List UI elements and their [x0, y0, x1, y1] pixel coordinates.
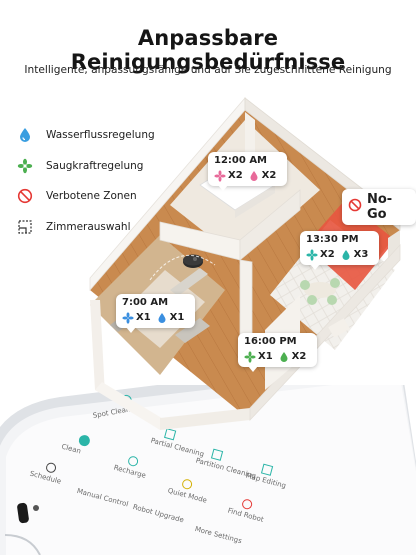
water-drop-icon — [340, 249, 352, 261]
feature-label: Verbotene Zonen — [46, 190, 137, 203]
page-title: Anpassbare Reinigungsbedürfnisse — [70, 26, 346, 74]
nogo-label: No-Go — [342, 189, 416, 225]
floorplan-illustration — [89, 96, 401, 430]
water-level: X1 — [169, 312, 185, 323]
fan-icon — [244, 350, 256, 363]
water-level: X3 — [353, 249, 369, 260]
schedule-time: 7:00 AM — [122, 297, 169, 308]
find-robot-icon — [241, 498, 254, 511]
schedule-time: 16:00 PM — [244, 336, 297, 347]
feature-forbidden-zones: Verbotene Zonen — [16, 181, 176, 212]
schedule-icon — [44, 461, 58, 474]
water-level: X2 — [291, 351, 307, 362]
suction-level: X1 — [136, 312, 151, 323]
suction-level: X1 — [258, 351, 273, 362]
feature-suction: Saugkraftregelung — [16, 151, 176, 182]
schedule-bubble-bedroom: 12:00 AM X2 X2 — [208, 152, 288, 191]
fan-icon — [306, 248, 318, 261]
schedule-time: 12:00 AM — [214, 155, 268, 166]
quiet-icon — [181, 478, 194, 491]
phone-illustration — [0, 385, 416, 555]
fan-icon — [16, 157, 34, 175]
feature-label: Saugkraftregelung — [46, 159, 144, 172]
recharge-icon — [127, 455, 140, 468]
schedule-bubble-kitchen: 13:30 PM X2 X3 — [300, 231, 380, 270]
page-subtitle: Intelligente, anpassungsfähige und auf S… — [24, 64, 392, 76]
no-entry-icon — [16, 187, 34, 205]
water-drop-icon — [156, 312, 168, 324]
room-select-icon — [16, 218, 34, 236]
suction-level: X2 — [228, 170, 243, 181]
suction-level: X2 — [320, 249, 335, 260]
water-drop-icon — [16, 126, 34, 144]
feature-label: Wasserflussregelung — [46, 129, 155, 142]
schedule-bubble-living: 7:00 AM X1 X1 — [116, 294, 196, 333]
nogo-text: No-Go — [367, 192, 393, 222]
feature-room-select: Zimmerauswahl — [16, 212, 176, 243]
water-drop-icon — [248, 170, 260, 182]
schedule-bubble-room: 16:00 PM X1 X2 — [238, 333, 318, 372]
water-level: X2 — [261, 170, 277, 181]
fan-icon — [214, 169, 226, 182]
feature-label: Zimmerauswahl — [46, 220, 131, 233]
water-drop-icon — [278, 351, 290, 363]
fan-icon — [122, 311, 134, 324]
map-edit-icon — [260, 463, 274, 476]
partition-icon — [210, 448, 224, 461]
schedule-time: 13:30 PM — [306, 234, 359, 245]
feature-water-flow: Wasserflussregelung — [16, 120, 176, 151]
feature-list: Wasserflussregelung Saugkraftregelung Ve… — [16, 120, 176, 242]
no-entry-icon — [348, 198, 362, 216]
